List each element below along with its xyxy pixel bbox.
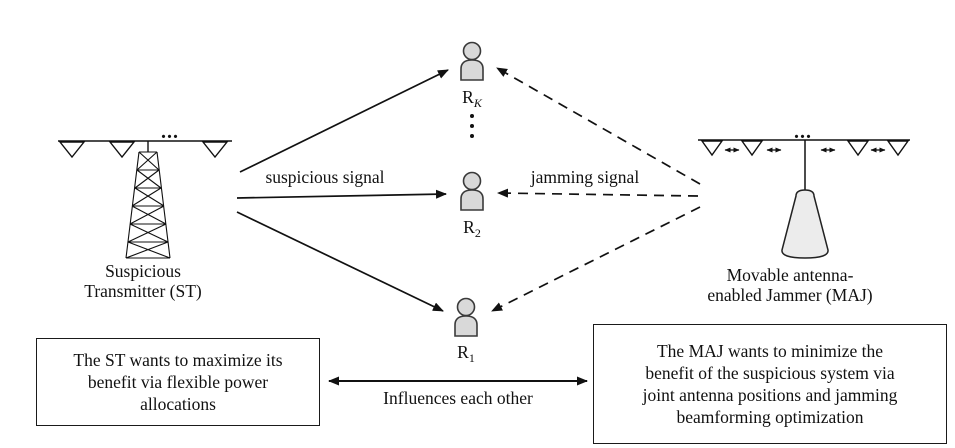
- person-icon: [460, 41, 484, 81]
- receiver-rk: RK: [460, 41, 484, 110]
- st-label-line1: Suspicious: [105, 261, 181, 281]
- person-icon: [460, 171, 484, 211]
- maj-cone-base: [781, 189, 829, 259]
- vertical-ellipsis: [470, 114, 474, 138]
- receiver-r1-label: R1: [457, 342, 475, 365]
- st-goal-box: The ST wants to maximize its benefit via…: [36, 338, 320, 426]
- antenna-icon: [886, 140, 910, 157]
- suspicious-transmitter: ... Suspicious Transmitter (ST): [58, 121, 232, 301]
- maj-label-line2: enabled Jammer (MAJ): [707, 285, 872, 305]
- maj-goal-line: benefit of the suspicious system via: [645, 362, 895, 383]
- suspicious-signal-arrows: [236, 69, 449, 312]
- movable-jammer: ... Movable antenna- enabled Jammer (MAJ…: [698, 121, 910, 305]
- receiver-r2: R2: [460, 171, 484, 240]
- person-icon: [454, 297, 478, 337]
- maj-goal-box: The MAJ wants to minimize the benefit of…: [593, 324, 947, 444]
- antenna-icon: [700, 140, 724, 157]
- receiver-r2-label: R2: [463, 217, 481, 240]
- maj-goal-line: joint antenna positions and jamming: [642, 385, 898, 405]
- antenna-icon: [58, 141, 86, 159]
- maj-goal-line: beamforming optimization: [676, 407, 864, 428]
- st-tower-lattice: [125, 151, 171, 259]
- st-goal-line: benefit via flexible power: [87, 371, 269, 392]
- jamming-signal-arrows: [491, 67, 701, 312]
- suspicious-signal-label: suspicious signal: [265, 167, 384, 187]
- antenna-icon: [846, 140, 870, 157]
- maj-goal-line: The MAJ wants to minimize the: [656, 340, 883, 361]
- st-ellipsis: ...: [161, 121, 179, 143]
- receiver-rk-label: RK: [462, 87, 483, 110]
- influence-label: Influences each other: [383, 388, 533, 408]
- st-goal-line: The ST wants to maximize its: [73, 349, 283, 370]
- maj-label-line1: Movable antenna-: [727, 265, 854, 285]
- st-label-line2: Transmitter (ST): [84, 281, 202, 301]
- antenna-icon: [740, 140, 764, 157]
- antenna-icon: [108, 141, 136, 159]
- antenna-icon: [201, 141, 229, 159]
- maj-ellipsis: ...: [794, 121, 812, 143]
- st-goal-line: allocations: [140, 394, 216, 415]
- jamming-signal-label: jamming signal: [530, 167, 640, 187]
- receiver-r1: R1: [454, 297, 478, 365]
